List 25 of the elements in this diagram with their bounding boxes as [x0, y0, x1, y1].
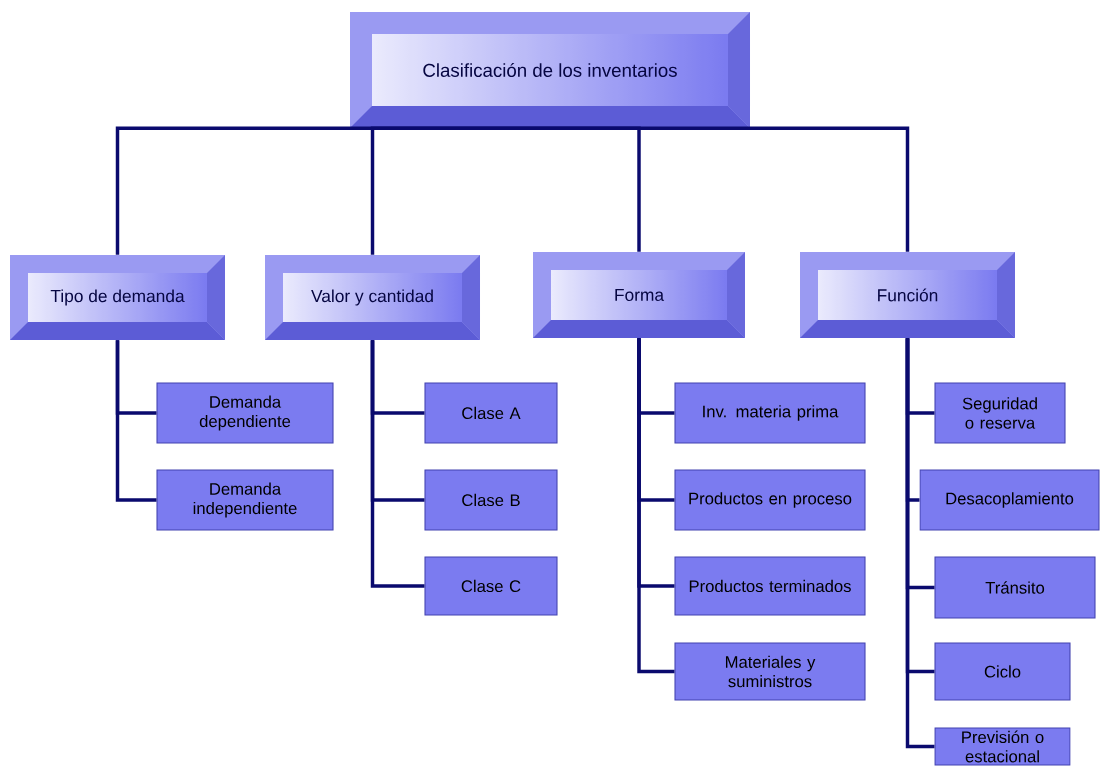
item-box: Previsión o estacional [934, 727, 1071, 766]
category-box: Función [800, 252, 1015, 338]
item-box: Clase B [424, 469, 558, 531]
item-box: Materiales y suministros [674, 642, 866, 701]
item-box: Demanda dependiente [156, 382, 334, 444]
item-box: Seguridad o reserva [934, 382, 1066, 444]
item-box: Desacoplamiento [919, 469, 1100, 531]
category-box: Forma [533, 252, 745, 338]
item-box: Clase A [424, 382, 558, 444]
item-box: Ciclo [934, 642, 1071, 701]
connector-line [905, 338, 935, 749]
connector-line [637, 338, 675, 674]
item-box: Tránsito [934, 556, 1096, 619]
item-box: Clase C [424, 556, 558, 616]
item-box: Productos en proceso [674, 469, 866, 531]
item-box: Productos terminados [674, 556, 866, 616]
connector-line [550, 126, 910, 252]
item-box: Inv. materia prima [674, 382, 866, 444]
connector-line [370, 126, 550, 255]
category-box: Tipo de demanda [10, 255, 225, 340]
category-box: Clasificación de los inventarios [350, 12, 750, 128]
item-box: Demanda independiente [156, 469, 334, 531]
category-box: Valor y cantidad [265, 255, 480, 340]
connector-line [370, 340, 425, 588]
connector-line [115, 340, 157, 502]
